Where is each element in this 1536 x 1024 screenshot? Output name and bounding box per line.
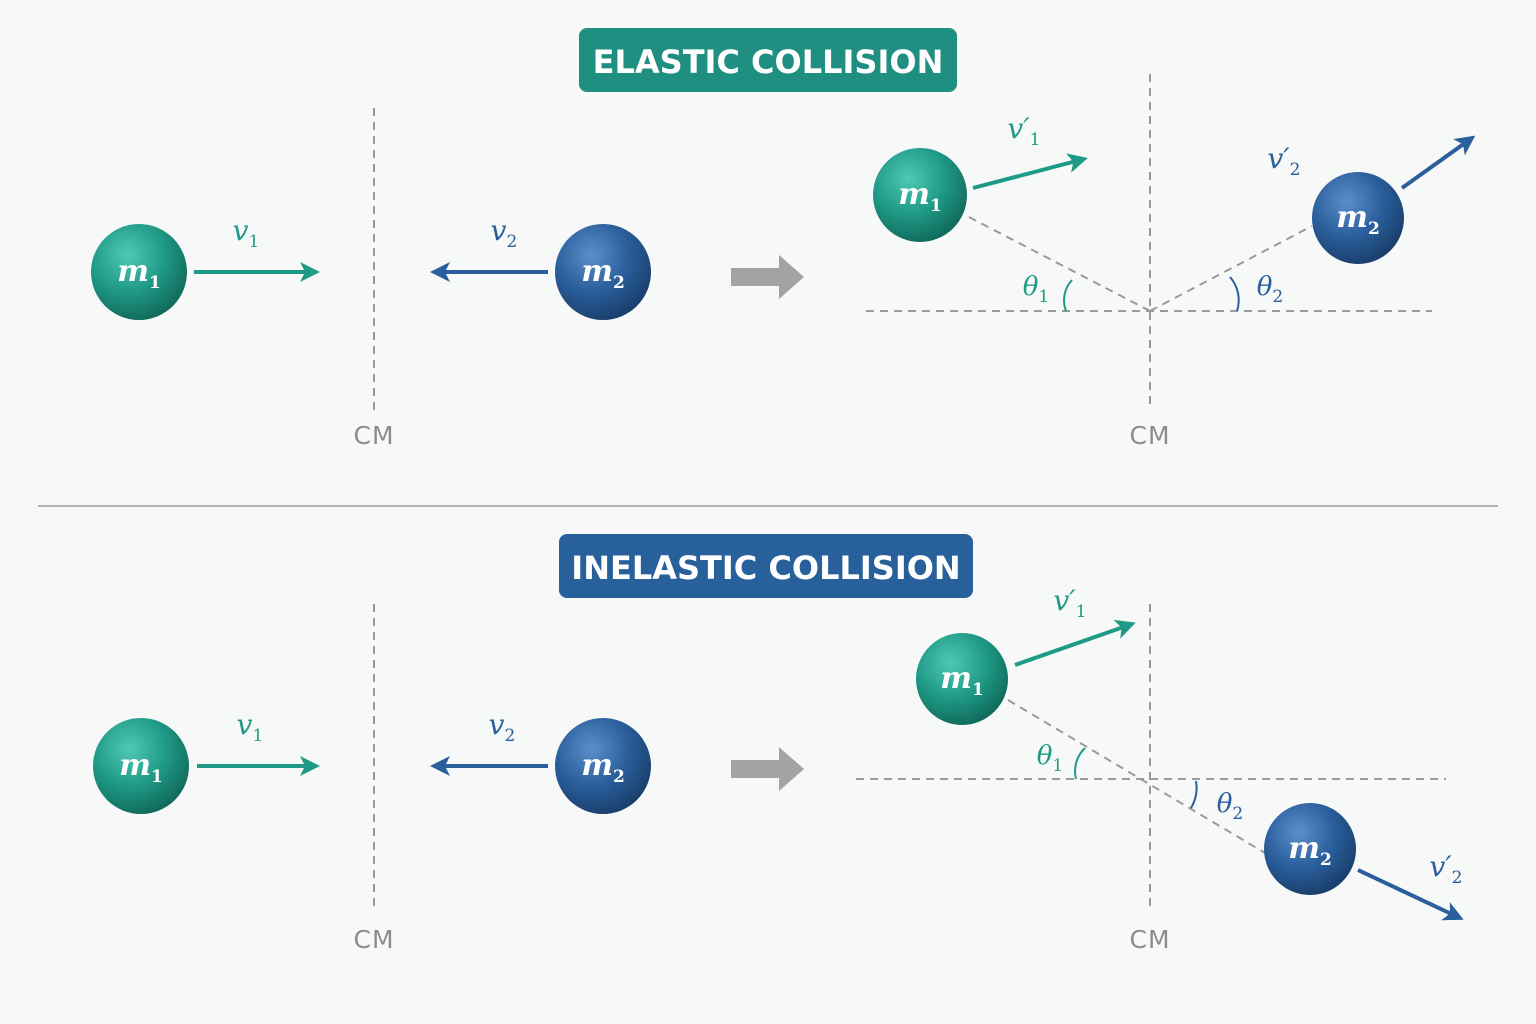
mass-2-ball: [555, 224, 651, 320]
velocity-2-label: v2: [491, 214, 518, 252]
mass-2-label: m2: [1336, 200, 1380, 239]
mass-2-label: m2: [1288, 831, 1332, 870]
velocity-2-prime-arrow: [1400, 135, 1476, 190]
transition-arrow-icon: [731, 255, 804, 299]
inelastic-title-badge: INELASTIC COLLISION: [559, 534, 973, 598]
inelastic-after: CM θ1 θ2 m1 v′1 m2 v′2: [856, 584, 1464, 954]
inelastic-section: INELASTIC COLLISION CM m1 v1 m2 v2 CM θ1: [93, 534, 1464, 954]
elastic-before: CM m1 v1 m2 v2: [91, 108, 651, 450]
angle-1-label: θ1: [1037, 741, 1063, 776]
elastic-section: ELASTIC COLLISION CM m1 v1 m2 v2 CM θ1: [91, 28, 1476, 450]
velocity-2-prime-arrow: [1357, 868, 1464, 921]
inelastic-before: CM m1 v1 m2 v2: [93, 604, 651, 954]
angle-1-arc: [1063, 279, 1073, 312]
elastic-after: CM θ1 θ2 m1 v′1 m2 v′2: [866, 74, 1476, 450]
transition-arrow-icon: [731, 747, 804, 791]
mass-2-label: m2: [581, 748, 625, 787]
mass-1-label: m1: [117, 254, 161, 293]
trajectory-1-line: [964, 214, 1151, 312]
trajectory-line: [1007, 699, 1266, 854]
cm-label: CM: [1129, 421, 1170, 450]
mass-1-ball: [873, 148, 967, 242]
mass-1-label: m1: [940, 661, 984, 700]
mass-1-ball: [916, 633, 1008, 725]
cm-label: CM: [1129, 925, 1170, 954]
angle-2-arc: [1229, 276, 1240, 312]
angle-2-label: θ2: [1257, 272, 1283, 307]
velocity-2-prime-label: v′2: [1429, 850, 1462, 888]
velocity-1-prime-arrow: [972, 153, 1088, 190]
cm-label: CM: [353, 925, 394, 954]
trajectory-2-line: [1149, 225, 1313, 312]
mass-2-ball: [1312, 172, 1404, 264]
mass-1-ball: [91, 224, 187, 320]
mass-2-ball: [1264, 803, 1356, 895]
inelastic-title: INELASTIC COLLISION: [571, 549, 960, 587]
mass-1-label: m1: [898, 177, 942, 216]
mass-2-label: m2: [581, 254, 625, 293]
velocity-1-label: v1: [237, 708, 264, 746]
cm-label: CM: [353, 421, 394, 450]
mass-1-label: m1: [119, 748, 163, 787]
velocity-2-prime-label: v′2: [1267, 142, 1300, 180]
elastic-title: ELASTIC COLLISION: [593, 43, 944, 81]
angle-1-label: θ1: [1023, 272, 1049, 307]
mass-1-ball: [93, 718, 189, 814]
angle-2-label: θ2: [1217, 789, 1243, 824]
angle-1-arc: [1074, 747, 1086, 780]
velocity-2-label: v2: [489, 708, 516, 746]
angle-2-arc: [1190, 780, 1198, 809]
velocity-1-prime-label: v′1: [1053, 584, 1086, 622]
mass-2-ball: [555, 718, 651, 814]
elastic-title-badge: ELASTIC COLLISION: [579, 28, 957, 92]
velocity-1-prime-arrow: [1014, 619, 1136, 667]
velocity-1-prime-label: v′1: [1007, 112, 1040, 150]
velocity-1-label: v1: [233, 214, 260, 252]
